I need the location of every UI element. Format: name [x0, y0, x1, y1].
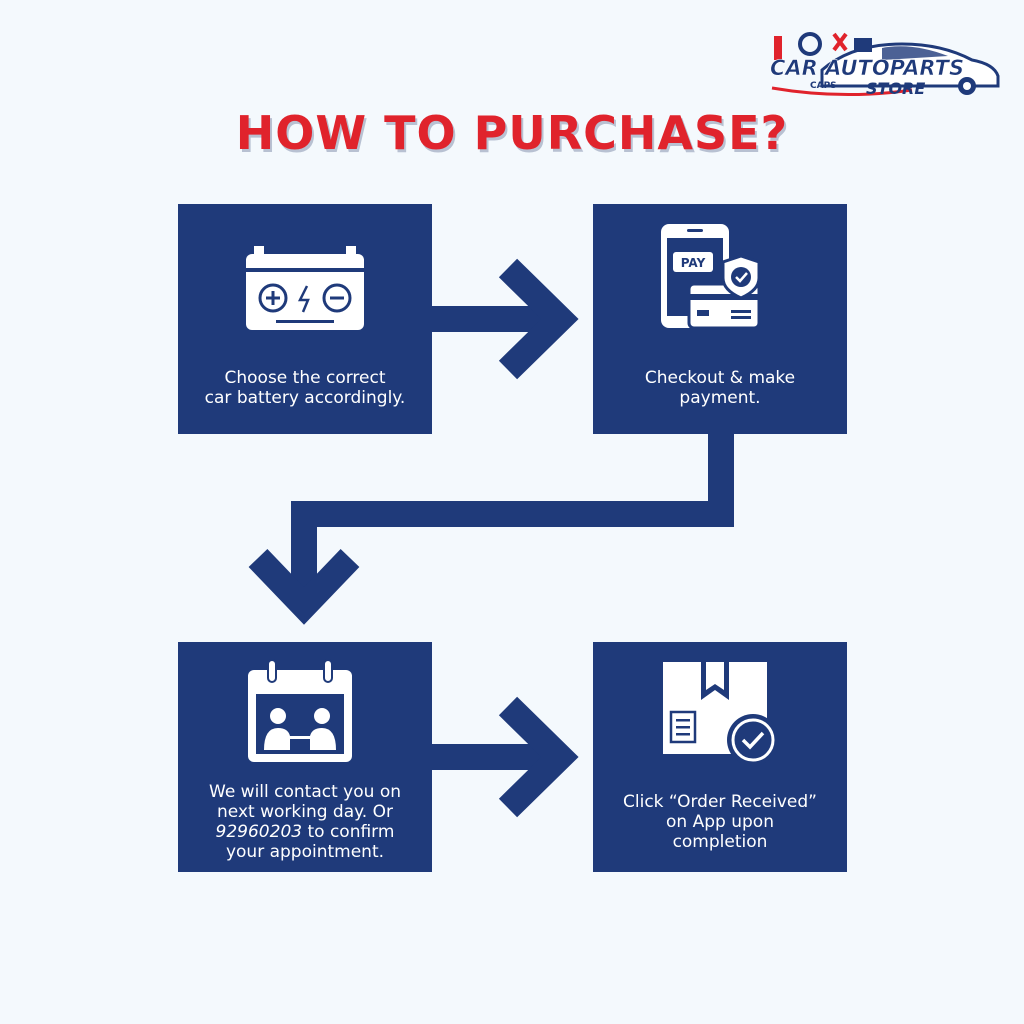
brand-tag: CAPS	[810, 81, 837, 91]
step-1-line1: Choose the correct	[224, 368, 386, 388]
step-card-order-received: Click “Order Received” on App upon compl…	[593, 642, 847, 872]
pay-label: PAY	[681, 256, 706, 270]
arrow-right-icon	[430, 258, 579, 380]
step-3-line1: We will contact you on	[209, 782, 401, 802]
connector-path	[248, 434, 734, 625]
step-3-line4: your appointment.	[225, 842, 385, 862]
step-2-line2: payment.	[679, 388, 761, 408]
step-4-line3: completion	[672, 832, 768, 852]
step-1-line2: car battery accordingly.	[204, 388, 406, 408]
step-2-line1: Checkout & make	[644, 368, 796, 388]
car-logo-icon: CAR AUTOPARTS CAPS STORE	[770, 32, 1000, 98]
contact-phone-number: 92960203	[215, 822, 303, 842]
arrow-right-icon	[430, 696, 579, 818]
step-3-line3-suffix: to confirm	[302, 822, 395, 842]
phone-pay-icon: PAY	[661, 224, 761, 330]
brand-line2: STORE	[866, 79, 925, 98]
step-card-checkout: PAY Checkout & make payment.	[593, 204, 847, 434]
step-card-appointment: We will contact you on next working day.…	[178, 642, 432, 872]
car-battery-icon	[246, 246, 364, 330]
step-3-line2: next working day. Or	[217, 802, 393, 822]
calendar-appointment-icon	[248, 659, 352, 762]
page-title: HOW TO PURCHASE?	[235, 106, 789, 160]
brand-logo: CAR AUTOPARTS CAPS STORE	[762, 30, 1002, 102]
step-4-line1: Click “Order Received”	[623, 792, 817, 812]
step-4-line2: on App upon	[666, 812, 774, 832]
arrow-down-icon	[248, 549, 360, 625]
brand-line1: CAR AUTOPARTS	[770, 56, 964, 80]
package-check-icon	[663, 662, 779, 766]
step-card-choose-battery: Choose the correct car battery according…	[178, 204, 432, 434]
